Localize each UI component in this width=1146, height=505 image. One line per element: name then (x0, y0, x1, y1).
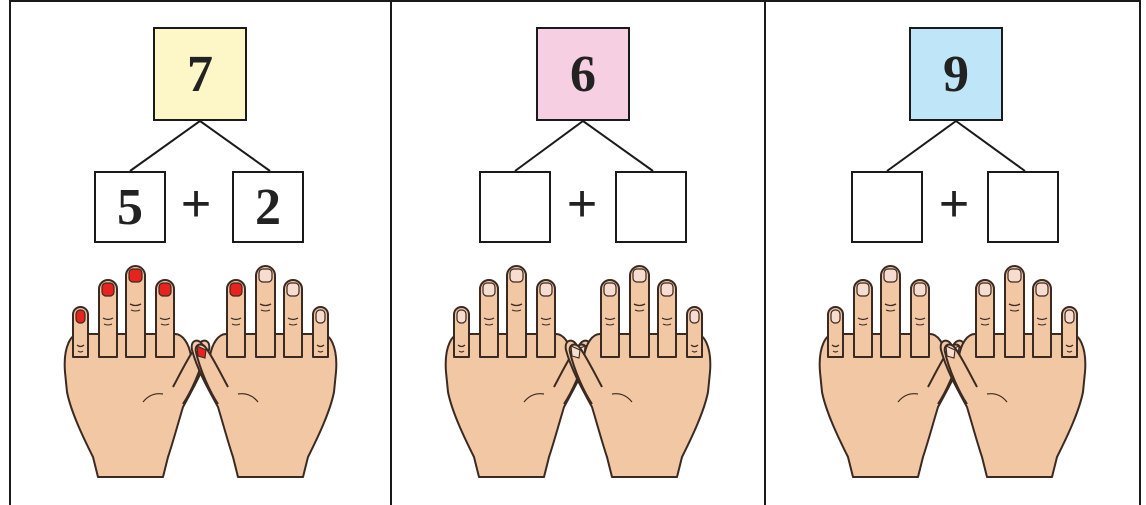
number-bond-panel-1: 7 5 + 2 (11, 0, 390, 505)
nail (914, 283, 926, 296)
total-box: 7 (153, 27, 247, 121)
nail (884, 269, 897, 282)
nail (633, 269, 646, 282)
nail (287, 283, 299, 296)
plus-sign: + (176, 174, 216, 234)
number-bond-panel-2: 6 + (392, 0, 764, 505)
painted-nail (129, 269, 142, 282)
painted-nail (159, 283, 171, 296)
left-hand (65, 266, 210, 477)
plus-sign: + (934, 174, 974, 234)
nail (457, 310, 466, 323)
right-hand (566, 266, 711, 477)
part-box-left[interactable] (479, 171, 551, 243)
painted-nail (76, 310, 85, 323)
right-hand (941, 266, 1086, 477)
nail (510, 269, 523, 282)
nail (316, 310, 325, 323)
nail (483, 283, 495, 296)
nail (1036, 283, 1048, 296)
hands-illustration (766, 252, 1139, 505)
painted-nail (230, 283, 242, 296)
part-box-right[interactable] (987, 171, 1059, 243)
total-box: 9 (909, 27, 1003, 121)
nail (690, 310, 699, 323)
nail (979, 283, 991, 296)
nail (604, 283, 616, 296)
nail (259, 269, 272, 282)
plus-sign: + (562, 174, 602, 234)
hands-illustration (392, 252, 764, 505)
left-hand (446, 266, 591, 477)
part-box-right[interactable]: 2 (232, 171, 304, 243)
nail (831, 310, 840, 323)
number-bond-panel-3: 9 + (766, 0, 1139, 505)
painted-nail (102, 283, 114, 296)
nail (661, 283, 673, 296)
nail (1065, 310, 1074, 323)
hands-illustration (11, 252, 390, 505)
nail (857, 283, 869, 296)
part-box-left[interactable] (851, 171, 923, 243)
part-box-left[interactable]: 5 (94, 171, 166, 243)
nail (540, 283, 552, 296)
total-box: 6 (536, 27, 630, 121)
right-hand (192, 266, 337, 477)
part-box-right[interactable] (615, 171, 687, 243)
left-hand (820, 266, 965, 477)
nail (1008, 269, 1021, 282)
